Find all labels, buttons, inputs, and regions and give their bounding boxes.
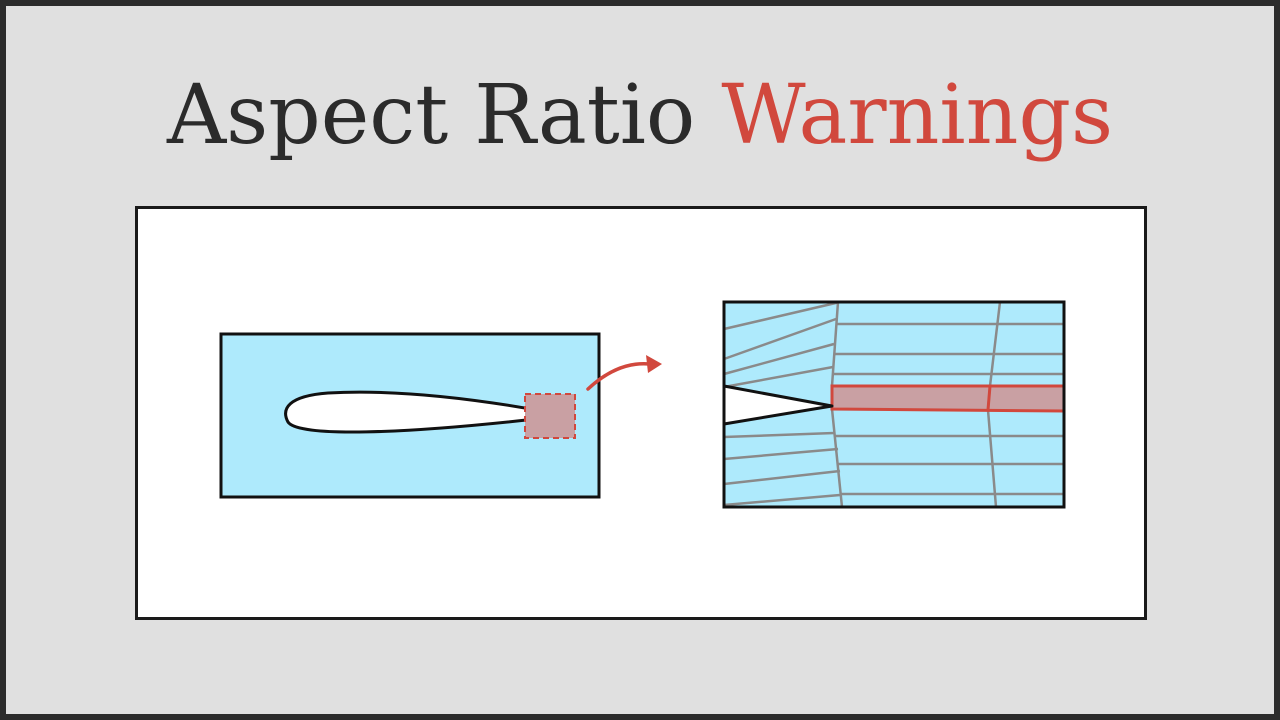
mesh-line bbox=[723, 300, 841, 331]
arrow-head bbox=[646, 355, 662, 373]
zoom-arrow bbox=[586, 355, 662, 391]
mesh-line bbox=[723, 317, 837, 361]
mesh-diagram bbox=[219, 300, 1066, 509]
mesh-line bbox=[723, 469, 841, 486]
mesh-line bbox=[723, 431, 835, 439]
title-part-main: Aspect Ratio bbox=[166, 68, 722, 163]
background-frame: Aspect Ratio Warnings bbox=[6, 6, 1274, 714]
arrow-curve bbox=[586, 361, 652, 391]
mesh-lines bbox=[723, 300, 1064, 508]
high-aspect-ratio-cells bbox=[832, 386, 1063, 411]
diagram-panel bbox=[135, 206, 1147, 620]
page-title: Aspect Ratio Warnings bbox=[6, 66, 1274, 166]
airfoil-domain bbox=[219, 332, 601, 499]
highlight-divider bbox=[986, 385, 992, 411]
mesh-line bbox=[723, 365, 834, 389]
title-part-accent: Warnings bbox=[721, 68, 1114, 163]
zoom-selection-box bbox=[524, 393, 576, 439]
airfoil-shape bbox=[284, 390, 555, 434]
mesh-line bbox=[723, 342, 835, 376]
mesh-line bbox=[723, 447, 839, 461]
mesh-line bbox=[723, 493, 841, 507]
zoomed-border bbox=[722, 300, 1066, 509]
zoomed-mesh bbox=[722, 300, 1066, 509]
